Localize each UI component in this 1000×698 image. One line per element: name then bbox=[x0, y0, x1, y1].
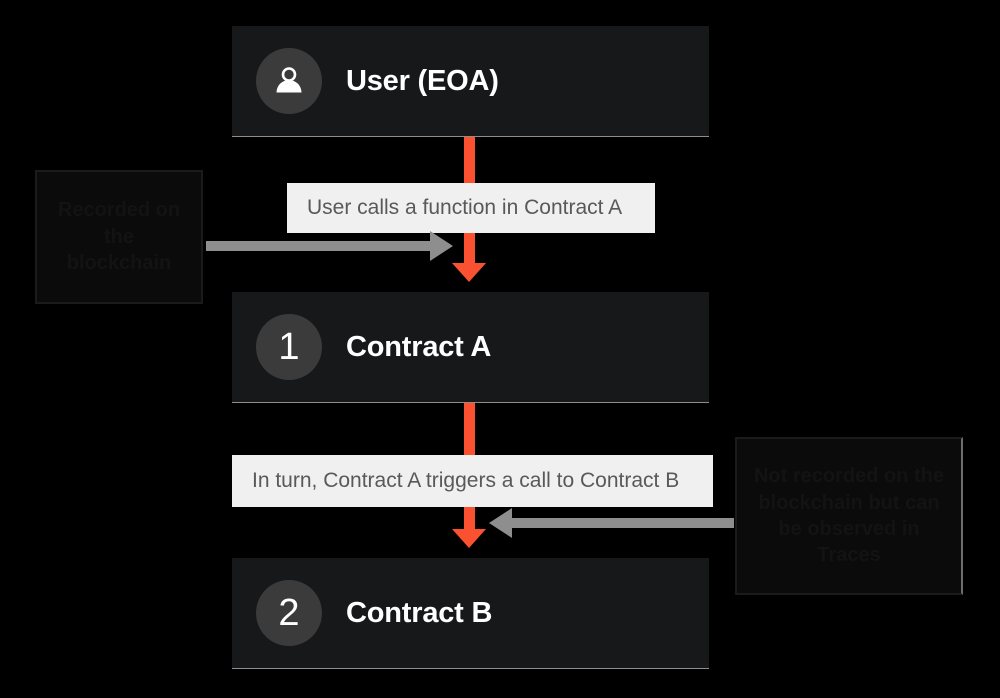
annotation-arrow-right-head-icon bbox=[489, 508, 512, 538]
contract-a-step-number: 1 bbox=[278, 326, 300, 368]
callout-recorded-on-blockchain: Recorded on the blockchain bbox=[35, 170, 203, 304]
edge-label-user-to-contract-a: User calls a function in Contract A bbox=[287, 183, 655, 233]
node-contract-a[interactable]: 1 Contract A bbox=[232, 292, 709, 403]
node-contract-b[interactable]: 2 Contract B bbox=[232, 558, 709, 669]
flow-arrowhead-contract-b bbox=[452, 529, 486, 548]
edge-label-contract-a-to-contract-b: In turn, Contract A triggers a call to C… bbox=[232, 455, 713, 507]
annotation-arrow-left-head-icon bbox=[430, 231, 453, 261]
contract-b-step-number: 2 bbox=[278, 592, 300, 634]
annotation-arrow-right-shaft bbox=[512, 518, 734, 528]
callout-not-recorded-on-blockchain: Not recorded on the blockchain but can b… bbox=[735, 437, 963, 595]
node-user[interactable]: User (EOA) bbox=[232, 26, 709, 137]
node-contract-b-label: Contract B bbox=[346, 596, 493, 629]
node-user-label: User (EOA) bbox=[346, 64, 499, 97]
user-avatar-badge bbox=[256, 48, 322, 114]
person-icon bbox=[276, 67, 302, 93]
contract-a-step-badge: 1 bbox=[256, 314, 322, 380]
annotation-arrow-left-shaft bbox=[206, 241, 434, 251]
contract-b-step-badge: 2 bbox=[256, 580, 322, 646]
flow-arrowhead-contract-a bbox=[452, 263, 486, 282]
node-contract-a-label: Contract A bbox=[346, 330, 492, 363]
